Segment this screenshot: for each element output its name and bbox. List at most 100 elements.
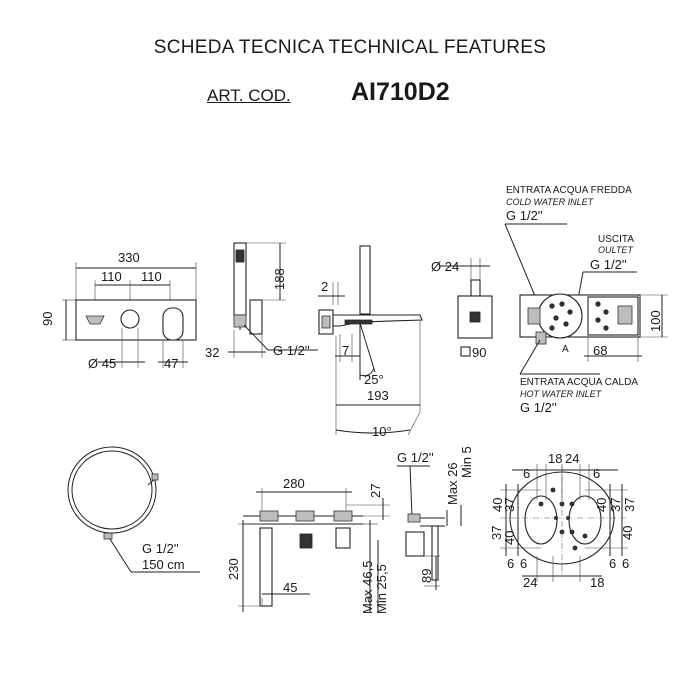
hose-view: G 1/2'' 150 cm <box>67 446 200 573</box>
valve-body-left <box>537 293 583 339</box>
holder-view: Ø 24 90 <box>431 258 493 360</box>
install-depth-max: Max 46,5 <box>360 561 375 614</box>
mount-right-dim-4: 37 <box>622 498 637 512</box>
install-lever <box>335 527 351 549</box>
back-view: ENTRATA ACQUA FREDDA COLD WATER INLET G … <box>504 185 668 415</box>
shower-side-view: 188 32 G 1/2'' <box>205 242 318 360</box>
mount-left-dim-2: 37 <box>489 526 504 540</box>
hand-shower-connector <box>85 315 105 325</box>
front-height-dim: 90 <box>40 312 55 326</box>
article-code-label: ART. COD. <box>207 86 291 105</box>
cold-inlet-label-it: ENTRATA ACQUA FREDDA <box>506 185 632 196</box>
mount-side-mark-4: 6 <box>622 556 629 571</box>
hose-length: 150 cm <box>142 557 185 572</box>
cold-inlet-label-en: COLD WATER INLET <box>506 197 595 207</box>
install-top-dim: 27 <box>368 484 383 498</box>
shower-holder-bracket <box>233 314 247 328</box>
outlet-label-it: USCITA <box>598 234 634 245</box>
mount-top-dim-2: 18 <box>548 451 562 466</box>
mount-bottom-dim-1: 24 <box>523 575 537 590</box>
outlet-label-en: OULTET <box>598 245 634 255</box>
mount-side-mark-2: 6 <box>520 556 527 571</box>
mount-side-mark-1: 6 <box>507 556 514 571</box>
front-spacing-right: 110 <box>141 269 162 284</box>
hose-end-bottom <box>103 532 113 540</box>
spout-side-view: 2 7 25° 193 10° <box>318 245 423 439</box>
holder-stem <box>470 279 481 297</box>
page-title: SCHEDA TECNICA TECHNICAL FEATURES <box>153 37 547 58</box>
back-height-dim: 100 <box>648 310 663 332</box>
mount-right-dim-2: 40 <box>620 526 635 540</box>
hose-coil-inner <box>71 450 153 530</box>
mount-bottom-dim-2: 18 <box>590 575 604 590</box>
mount-right-dim-3: 40 <box>594 498 609 512</box>
install-spout-offset: 45 <box>283 580 297 595</box>
cold-inlet-thread: G 1/2'' <box>506 208 543 223</box>
outlet-body-side <box>405 531 425 557</box>
front-diameter-dim: Ø 45 <box>88 356 116 371</box>
hot-inlet-thread: G 1/2'' <box>520 400 557 415</box>
install-height-dim: 230 <box>226 558 241 580</box>
cold-connector <box>527 307 541 325</box>
mixer-lever <box>162 307 184 341</box>
shower-head-face <box>235 249 245 263</box>
outlet-side-view: G 1/2'' Max 26 Min 5 89 <box>397 446 474 590</box>
hot-connector <box>535 331 547 345</box>
spout-gap-dim: 7 <box>342 343 349 358</box>
shower-wall-plate <box>249 299 263 335</box>
front-width-dim: 330 <box>118 250 140 265</box>
article-code: AI710D2 <box>351 78 450 106</box>
mount-cutout-left <box>524 495 558 545</box>
spout-reach-dim: 193 <box>367 388 389 403</box>
spout-valve <box>321 315 331 329</box>
install-depth-min: Min 25,5 <box>374 564 389 614</box>
install-knob <box>299 533 313 549</box>
holder-square-dim: 90 <box>472 345 486 360</box>
diverter-knob <box>120 309 140 329</box>
outlet-thread: G 1/2'' <box>590 257 627 272</box>
install-valve-2 <box>295 510 315 522</box>
spout-detail <box>344 319 373 325</box>
front-depth-dim: 47 <box>164 356 178 371</box>
spout-angle-dim: 25° <box>364 372 384 387</box>
hot-inlet-label-en: HOT WATER INLET <box>520 389 603 399</box>
hose-coil-outer <box>67 446 157 534</box>
shower-height-dim: 188 <box>272 268 287 290</box>
install-valve-1 <box>259 510 279 522</box>
shower-thread: G 1/2'' <box>273 343 310 358</box>
installation-view: 280 27 230 45 Max 46,5 Min 25,5 <box>226 476 390 614</box>
outlet-connector <box>617 305 633 325</box>
hot-inlet-label-it: ENTRATA ACQUA CALDA <box>520 377 638 388</box>
mount-left-dim-1: 40 <box>490 498 505 512</box>
shower-rod <box>359 245 371 315</box>
back-width-dim: 68 <box>593 343 607 358</box>
front-view: 330 110 110 90 Ø 45 47 <box>40 250 197 371</box>
front-spacing-left: 110 <box>101 269 122 284</box>
mount-side-mark-3: 6 <box>609 556 616 571</box>
install-width-dim: 280 <box>283 476 305 491</box>
outlet-plate-side <box>431 525 439 581</box>
mount-left-dim-4: 40 <box>502 531 517 545</box>
holder-screw <box>469 311 481 323</box>
install-valve-3 <box>333 510 353 522</box>
mount-top-dim-3: 24 <box>565 451 579 466</box>
back-marker: A <box>562 344 569 355</box>
outlet-connector-side <box>407 513 421 523</box>
mount-holes <box>538 487 588 551</box>
mounting-plate-view: 6 18 24 6 40 37 37 40 37 40 40 37 6 6 6 … <box>489 451 637 590</box>
hose-end-top <box>151 473 159 481</box>
outlet-max: Max 26 <box>445 462 460 505</box>
spout-offset-dim: 2 <box>321 279 328 294</box>
mount-right-dim-1: 37 <box>608 498 623 512</box>
mount-left-dim-3: 37 <box>502 498 517 512</box>
install-shower <box>259 527 273 607</box>
mount-cutout-right <box>568 495 602 545</box>
square-symbol <box>460 346 471 357</box>
spout-bottom-angle: 10° <box>372 424 392 439</box>
mount-top-dim-1: 6 <box>523 466 530 481</box>
outlet-side-thread: G 1/2'' <box>397 450 434 465</box>
shower-offset-dim: 32 <box>205 345 219 360</box>
holder-diameter-dim: Ø 24 <box>431 259 459 274</box>
